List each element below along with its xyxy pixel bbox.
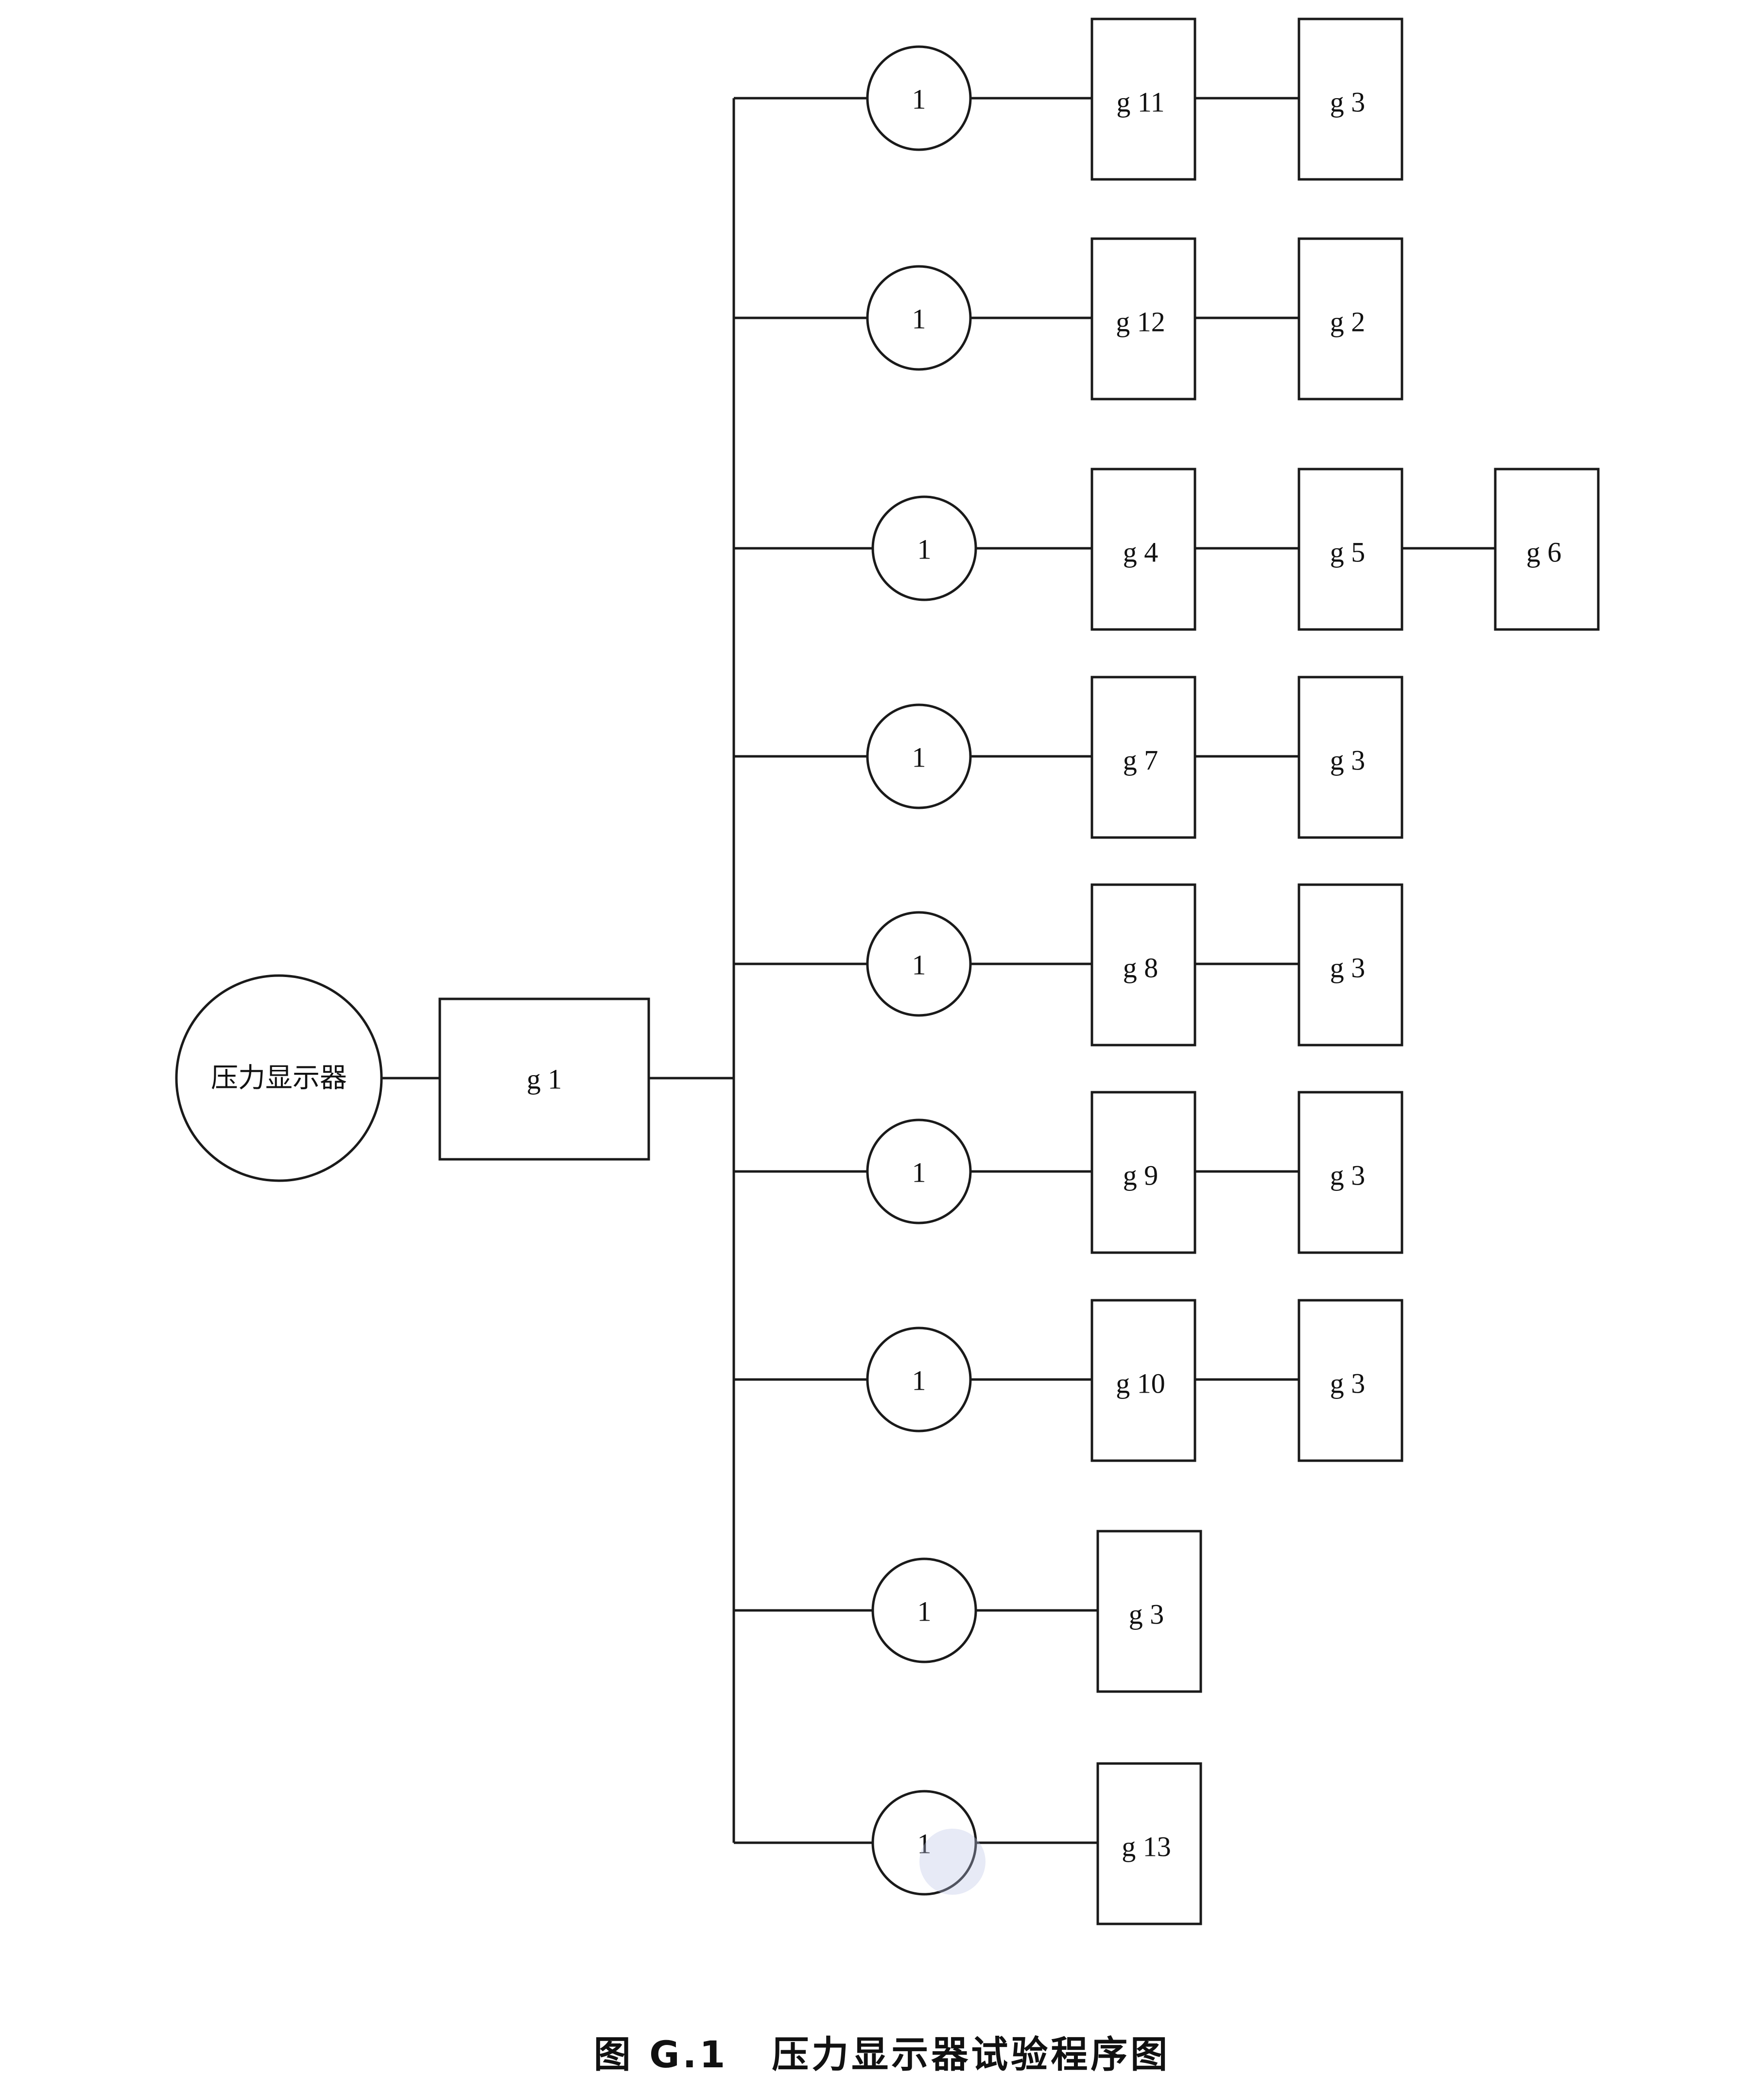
step-circle-label: 1 — [912, 949, 926, 981]
test-box-label: g 11 — [1116, 87, 1164, 118]
g1-node: g 1 — [438, 997, 650, 1161]
root-node-label: 压力显示器 — [211, 1063, 347, 1094]
step-circle-label: 1 — [912, 1157, 926, 1188]
test-box — [1297, 468, 1403, 631]
test-box-label: g 3 — [1330, 1368, 1366, 1399]
test-box — [1297, 17, 1403, 181]
test-box-label: g 3 — [1330, 87, 1366, 118]
test-box-label: g 3 — [1129, 1599, 1164, 1630]
step-circle-label: 1 — [912, 742, 926, 773]
test-box — [1297, 883, 1403, 1047]
branch-row-7: 1 g 10 g 3 — [734, 1299, 1403, 1462]
test-box — [1494, 468, 1600, 631]
test-box — [1090, 1299, 1196, 1462]
branch-row-2: 1 g 12 g 2 — [734, 237, 1403, 401]
test-box-label: g 13 — [1122, 1831, 1171, 1863]
test-box-label: g 8 — [1123, 952, 1159, 984]
branch-row-5: 1 g 8 g 3 — [734, 883, 1403, 1047]
branch-row-9: 1 g 13 — [734, 1762, 1202, 1925]
test-box — [1096, 1762, 1202, 1925]
test-box-label: g 2 — [1330, 306, 1366, 338]
step-circle-label: 1 — [912, 84, 926, 115]
figure-title: 压力显示器试验程序图 — [772, 2033, 1171, 2076]
test-box-label: g 10 — [1116, 1368, 1165, 1399]
test-box-label: g 3 — [1330, 952, 1366, 984]
test-box — [1297, 676, 1403, 839]
root-node: 压力显示器 — [175, 974, 383, 1182]
test-box — [1090, 468, 1196, 631]
branch-row-8: 1 g 3 — [734, 1530, 1202, 1693]
figure-caption: 图 G.1 压力显示器试验程序图 — [0, 2025, 1764, 2078]
test-box — [1297, 1299, 1403, 1462]
test-box — [1297, 237, 1403, 401]
step-circle-label: 1 — [912, 303, 926, 335]
branch-row-3: 1 g 4 g 5 g 6 — [734, 468, 1600, 631]
test-box — [1090, 883, 1196, 1047]
figure-number: 图 G.1 — [593, 2033, 728, 2076]
test-box-label: g 3 — [1330, 1160, 1366, 1191]
test-box — [1090, 1091, 1196, 1254]
step-circle-label: 1 — [912, 1365, 926, 1397]
test-box-label: g 4 — [1123, 537, 1159, 568]
test-box-label: g 3 — [1330, 745, 1366, 776]
step-circle-label: 1 — [917, 534, 932, 565]
sac-watermark-logo — [919, 1829, 986, 1895]
step-circle-label: 1 — [917, 1828, 932, 1860]
branch-row-1: 1 g 11 g 3 — [734, 17, 1403, 181]
test-box — [1090, 17, 1196, 181]
branch-row-6: 1 g 9 g 3 — [734, 1091, 1403, 1254]
step-circle-label: 1 — [917, 1596, 932, 1627]
test-box-label: g 12 — [1116, 306, 1165, 338]
test-box-label: g 5 — [1330, 537, 1366, 568]
test-box — [1297, 1091, 1403, 1254]
branch-row-4: 1 g 7 g 3 — [734, 676, 1403, 839]
test-box-label: g 6 — [1526, 537, 1562, 568]
g1-node-label: g 1 — [527, 1064, 562, 1095]
test-box-label: g 9 — [1123, 1160, 1159, 1191]
test-box-label: g 7 — [1123, 745, 1159, 776]
branches-group: 1 g 11 g 3 1 g 12 g 2 1 g 4 g 5 g 6 1 g 7 g 3 1 g 8 g 3… — [734, 17, 1600, 1925]
test-box — [1096, 1530, 1202, 1693]
